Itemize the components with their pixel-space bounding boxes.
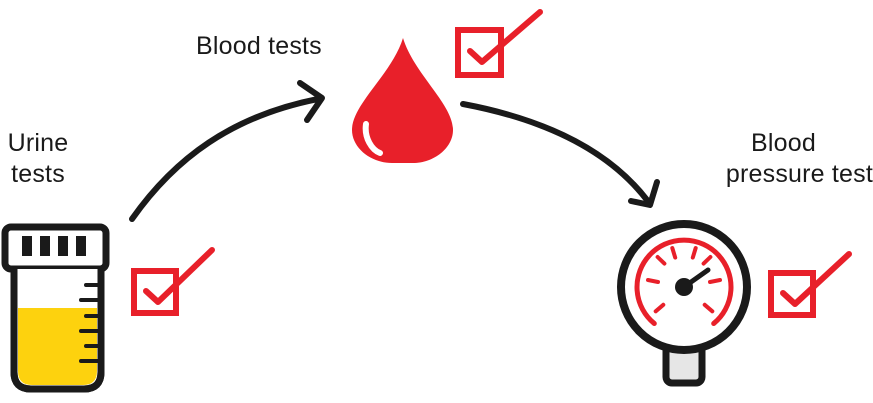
urine-tests-label: Urine tests	[0, 128, 76, 190]
urine-sample-cup-icon	[1, 223, 110, 393]
blood-drop-icon	[352, 38, 453, 163]
blood-check-icon	[455, 9, 543, 78]
arrow-urine-to-blood	[129, 80, 325, 222]
urine-label-line2: tests	[11, 160, 65, 188]
urine-label-line1: Urine	[7, 129, 69, 157]
arrow-blood-to-pressure	[460, 101, 660, 208]
blood-pressure-test-label: Blood pressure test	[636, 128, 873, 190]
pressure-gauge-icon	[617, 220, 751, 387]
bp-label-line2: pressure test	[725, 160, 873, 188]
urine-liquid	[18, 308, 97, 385]
bp-label-line1: Blood	[751, 129, 816, 157]
blood-tests-label: Blood tests	[196, 32, 322, 60]
bp-check-icon	[768, 251, 852, 318]
urine-check-icon	[131, 247, 215, 316]
